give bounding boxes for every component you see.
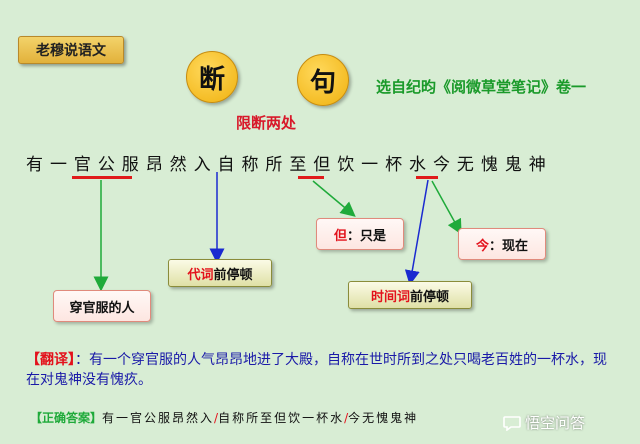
source-line: 选自纪昀《阅微草堂笔记》卷一 — [376, 78, 587, 96]
correct-answer: 【正确答案】有一官公服昂然入/自称所至但饮一杯水/今无愧鬼神 — [30, 409, 418, 426]
answer-label: 【正确答案】 — [30, 411, 103, 425]
sentence-char: 无 — [456, 154, 474, 175]
answer-separator: / — [214, 411, 219, 425]
title-char-duan: 断 — [186, 51, 238, 103]
sentence-char: 今 — [432, 154, 450, 175]
daici-term: 代词 — [187, 267, 214, 283]
sentence-char: 所 — [265, 154, 283, 175]
sentence-char: 称 — [241, 154, 259, 175]
watermark-text: 悟空问答 — [525, 414, 586, 432]
title-char-ju: 句 — [297, 54, 349, 106]
brand-label: 老穆说语文 — [36, 43, 106, 59]
answer-separator: / — [344, 411, 349, 425]
underline-jin — [416, 176, 438, 179]
dan-term: 但 — [333, 228, 347, 244]
sentence-char: 服 — [121, 154, 139, 175]
underline-guanfu — [72, 176, 132, 179]
answer-part-3: 今无愧鬼神 — [348, 411, 419, 425]
shijianci-term: 时间词 — [370, 289, 410, 305]
callout-dan: 但：只是 — [316, 218, 404, 250]
sentence-char: 杯 — [385, 154, 403, 175]
jin-term: 今 — [475, 238, 489, 254]
translation-block: 【翻译】：有一个穿官服的人气昂昂地进了大殿，自称在世时所到之处只喝老百姓的一杯水… — [26, 350, 616, 390]
sentence-char: 水 — [409, 154, 426, 175]
shijianci-suffix: 前停顿 — [410, 289, 450, 305]
sentence-char: 昂 — [145, 154, 163, 175]
answer-part-2: 自称所至但饮一杯水 — [218, 411, 345, 425]
label-daici: 代词前停顿 — [168, 259, 272, 287]
sentence-char: 有 — [26, 154, 43, 175]
sentence-char: 自 — [217, 154, 235, 175]
sentence-char: 一 — [49, 154, 67, 175]
classical-sentence: 有 一 官 公 服 昂 然 入 自 称 所 至 但 饮 一 杯 水 今 无 愧 … — [26, 148, 546, 176]
jin-meaning: ：现在 — [489, 238, 529, 254]
sentence-char: 但 — [313, 154, 331, 175]
sentence-char: 愧 — [480, 154, 498, 175]
arrow-jin — [431, 180, 462, 235]
arrow-shijianci — [404, 179, 429, 286]
translation-text: ：有一个穿官服的人气昂昂地进了大殿，自称在世时所到之处只喝老百姓的一杯水，现在对… — [26, 352, 607, 388]
brand-badge: 老穆说语文 — [18, 36, 124, 64]
sentence-char: 公 — [97, 154, 115, 175]
chat-bubble-icon — [503, 415, 521, 431]
sentence-char: 饮 — [337, 154, 355, 175]
underline-dan — [298, 176, 324, 179]
translation-label: 【翻译】 — [26, 352, 75, 368]
sentence-char: 入 — [193, 154, 211, 175]
answer-part-1: 有一官公服昂然入 — [102, 411, 215, 425]
limit-note: 限断两处 — [236, 114, 297, 132]
sentence-char: 神 — [528, 154, 546, 175]
sentence-char: 鬼 — [504, 154, 522, 175]
arrow-dan — [312, 180, 356, 217]
sentence-char: 一 — [361, 154, 379, 175]
callout-chuanguanfu: 穿官服的人 — [53, 290, 151, 322]
dan-meaning: ：只是 — [347, 228, 387, 244]
callout-jin: 今：现在 — [458, 228, 546, 260]
sentence-char: 官 — [73, 154, 91, 175]
sentence-char: 然 — [169, 154, 187, 175]
watermark: 悟空问答 — [503, 412, 585, 433]
label-shijianci: 时间词前停顿 — [348, 281, 472, 309]
daici-suffix: 前停顿 — [213, 267, 253, 283]
sentence-char: 至 — [289, 154, 307, 175]
